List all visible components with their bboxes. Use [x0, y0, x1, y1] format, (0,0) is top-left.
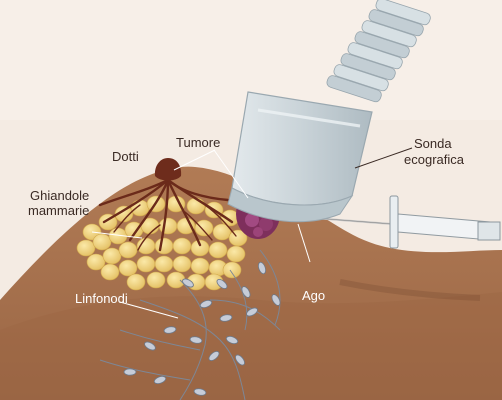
gland-lobule — [119, 242, 137, 258]
label-ghiandole-1: Ghiandole — [30, 188, 89, 203]
gland-lobule — [119, 260, 137, 276]
gland-lobule — [159, 218, 177, 234]
gland-lobule — [127, 274, 145, 290]
gland-lobule — [195, 220, 213, 236]
label-ago: Ago — [302, 288, 325, 303]
gland-lobule — [101, 264, 119, 280]
gland-lobule — [173, 238, 191, 254]
gland-lobule — [187, 198, 205, 214]
lymph-node — [124, 369, 136, 375]
label-sonda-2: ecografica — [404, 152, 465, 167]
gland-lobule — [155, 238, 173, 254]
label-sonda-1: Sonda — [414, 136, 452, 151]
gland-lobule — [103, 248, 121, 264]
gland-lobule — [137, 256, 155, 272]
gland-lobule — [131, 200, 149, 216]
gland-lobule — [167, 272, 185, 288]
gland-lobule — [173, 256, 191, 272]
label-ghiandole-2: mammarie — [28, 203, 89, 218]
gland-lobule — [77, 240, 95, 256]
label-linfonodi: Linfonodi — [75, 291, 128, 306]
gland-lobule — [209, 242, 227, 258]
gland-lobule — [147, 272, 165, 288]
gland-lobule — [191, 258, 209, 274]
gland-lobule — [227, 246, 245, 262]
label-dotti: Dotti — [112, 149, 139, 164]
gland-lobule — [155, 256, 173, 272]
gland-lobule — [93, 234, 111, 250]
gland-lobule — [223, 262, 241, 278]
label-tumore: Tumore — [176, 135, 220, 150]
